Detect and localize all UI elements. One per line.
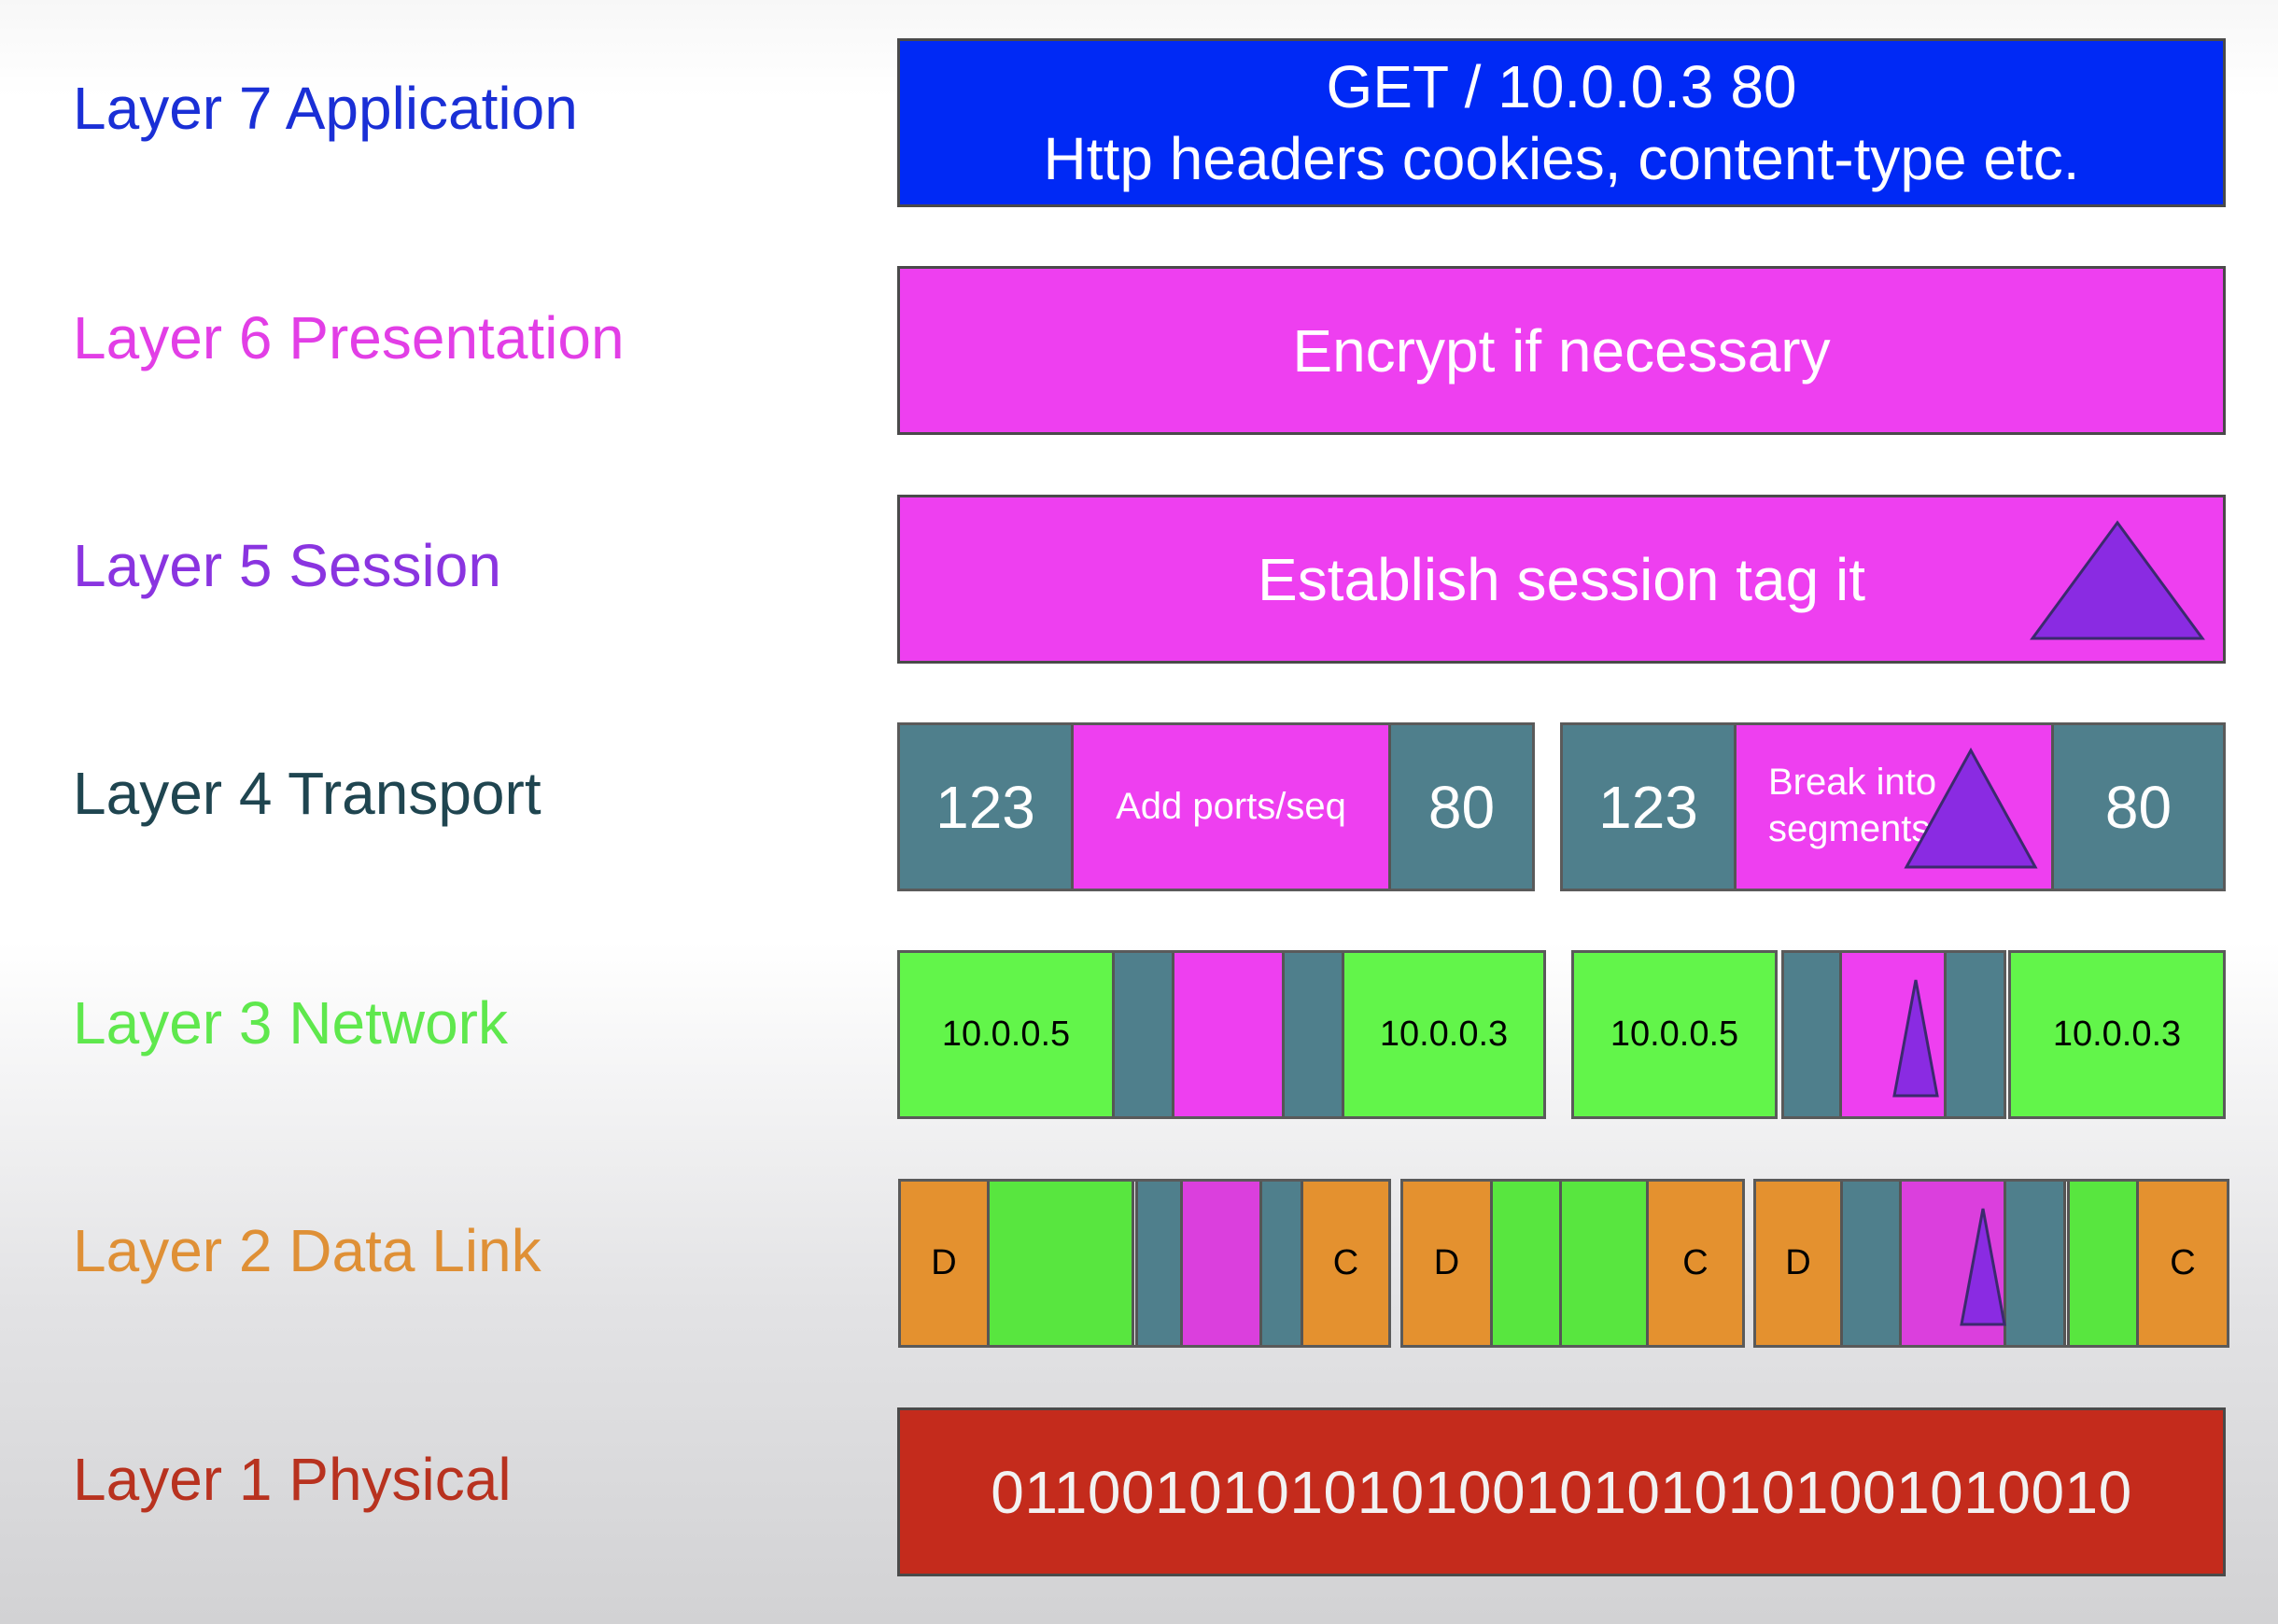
datalink-frame-1: D C xyxy=(898,1179,1391,1348)
datalink-frame-2: D C xyxy=(1400,1179,1745,1348)
port-field xyxy=(1947,953,2004,1116)
port-field xyxy=(1115,953,1174,1116)
network-packet-2-segment xyxy=(1781,950,2006,1119)
segment-text-line-2: segments xyxy=(1768,808,1931,849)
network-packet-2-destination: 10.0.0.3 xyxy=(2008,950,2226,1119)
source-ip: 10.0.0.5 xyxy=(900,953,1115,1116)
ip-field xyxy=(1562,1182,1649,1345)
triangle-tag-icon xyxy=(1892,979,1939,1098)
frame-gap xyxy=(1134,1182,1138,1345)
session-text: Establish session tag it xyxy=(1258,545,1865,613)
physical-box: 0110010101010100101010101001010010 xyxy=(897,1407,2226,1576)
datalink-frame-3: D C xyxy=(1753,1179,2229,1348)
frame-header: D xyxy=(1403,1182,1493,1345)
triangle-tag-icon xyxy=(2030,520,2205,640)
session-box: Establish session tag it xyxy=(897,495,2226,664)
source-ip: 10.0.0.5 xyxy=(1574,953,1775,1116)
ip-field xyxy=(2070,1182,2139,1345)
triangle-tag-icon xyxy=(1960,1208,2006,1326)
transport-segment-2: 123 Break into segments 80 xyxy=(1560,722,2226,891)
port-field xyxy=(1138,1182,1183,1345)
http-headers-line: Http headers cookies, content-type etc. xyxy=(1043,124,2080,192)
frame-header: D xyxy=(901,1182,990,1345)
layer-6-label: Layer 6 Presentation xyxy=(73,304,625,371)
payload-field xyxy=(1902,1182,2006,1345)
destination-ip: 10.0.0.3 xyxy=(2011,953,2223,1116)
segment-text-line-1: Break into xyxy=(1768,762,1937,803)
layer-2-label: Layer 2 Data Link xyxy=(73,1217,541,1284)
frame-trailer: C xyxy=(1649,1182,1742,1345)
frame-trailer: C xyxy=(1303,1182,1388,1345)
frame-trailer: C xyxy=(2139,1182,2227,1345)
layer-7-label: Layer 7 Application xyxy=(73,75,578,142)
payload-field xyxy=(1183,1182,1262,1345)
transport-segment-1: 123 Add ports/seq 80 xyxy=(897,722,1535,891)
ip-field xyxy=(990,1182,1134,1345)
transport-payload: Add ports/seq xyxy=(1074,725,1391,889)
port-field xyxy=(1843,1182,1902,1345)
frame-header: D xyxy=(1756,1182,1843,1345)
http-request-line: GET / 10.0.0.3 80 xyxy=(1326,52,1797,120)
layer-3-label: Layer 3 Network xyxy=(73,989,508,1057)
destination-port: 80 xyxy=(1391,725,1532,889)
port-field xyxy=(1285,953,1344,1116)
presentation-box: Encrypt if necessary xyxy=(897,266,2226,435)
frame-gap xyxy=(2066,1182,2070,1345)
port-field xyxy=(2006,1182,2066,1345)
transport-payload: Break into segments xyxy=(1737,725,2054,889)
presentation-text: Encrypt if necessary xyxy=(1292,316,1831,385)
application-box: GET / 10.0.0.3 80 Http headers cookies, … xyxy=(897,38,2226,207)
ip-field xyxy=(1493,1182,1562,1345)
network-packet-2-source: 10.0.0.5 xyxy=(1571,950,1778,1119)
triangle-tag-icon xyxy=(1904,748,2038,869)
bitstream-text: 0110010101010100101010101001010010 xyxy=(991,1458,2132,1526)
port-field xyxy=(1262,1182,1303,1345)
destination-port: 80 xyxy=(2054,725,2223,889)
destination-ip: 10.0.0.3 xyxy=(1344,953,1543,1116)
source-port: 123 xyxy=(900,725,1074,889)
source-port: 123 xyxy=(1563,725,1737,889)
layer-5-label: Layer 5 Session xyxy=(73,532,501,599)
port-field xyxy=(1784,953,1842,1116)
layer-4-label: Layer 4 Transport xyxy=(73,760,541,827)
payload-field xyxy=(1174,953,1285,1116)
payload-field xyxy=(1842,953,1947,1116)
network-packet-1: 10.0.0.5 10.0.0.3 xyxy=(897,950,1546,1119)
layer-1-label: Layer 1 Physical xyxy=(73,1446,512,1513)
